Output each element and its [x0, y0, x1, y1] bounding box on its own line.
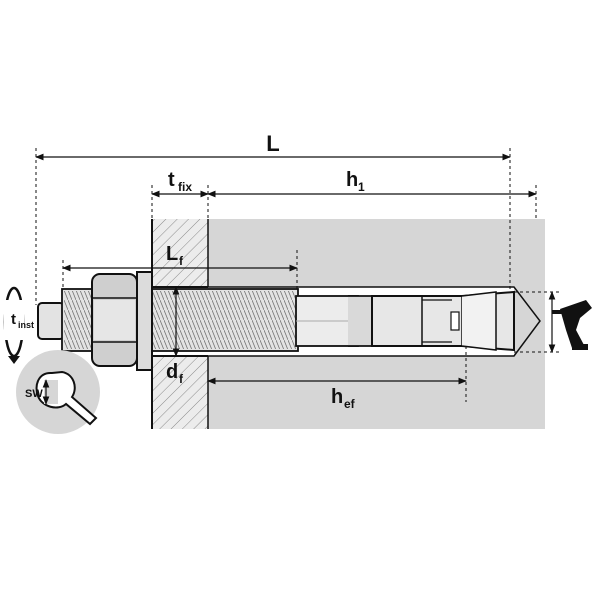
label-tinst-sub: inst [18, 320, 34, 330]
dimension-df: d f [166, 286, 184, 386]
label-Lf-sub: f [179, 254, 184, 268]
dimension-L: L [35, 131, 511, 305]
dimension-hole-diameter [514, 291, 560, 353]
anchor-bolt [37, 288, 377, 352]
label-h1: h [346, 169, 358, 191]
label-h1-sub: 1 [358, 180, 365, 194]
label-L: L [266, 131, 279, 156]
label-tinst: t [11, 311, 16, 328]
dimension-hef: h ef [207, 346, 467, 411]
torque-rotation-arrow-icon: t inst [3, 286, 34, 364]
label-t-sub: fix [178, 180, 192, 194]
label-df-sub: f [179, 372, 184, 386]
label-sw: SW [25, 388, 43, 400]
label-hef-sub: ef [344, 397, 356, 411]
drill-icon [552, 300, 592, 350]
dimension-Lf: L f [62, 243, 298, 290]
dimension-tfix-h1: t fix h 1 [151, 169, 537, 219]
wrench-icon: SW [16, 350, 100, 434]
washer-and-nut [91, 271, 153, 371]
label-t: t [168, 169, 175, 191]
drill-hole-edge [208, 286, 541, 357]
label-hef: h [331, 386, 343, 408]
label-df: d [166, 361, 178, 383]
expansion-sleeve [371, 290, 515, 352]
label-Lf: L [166, 243, 178, 265]
